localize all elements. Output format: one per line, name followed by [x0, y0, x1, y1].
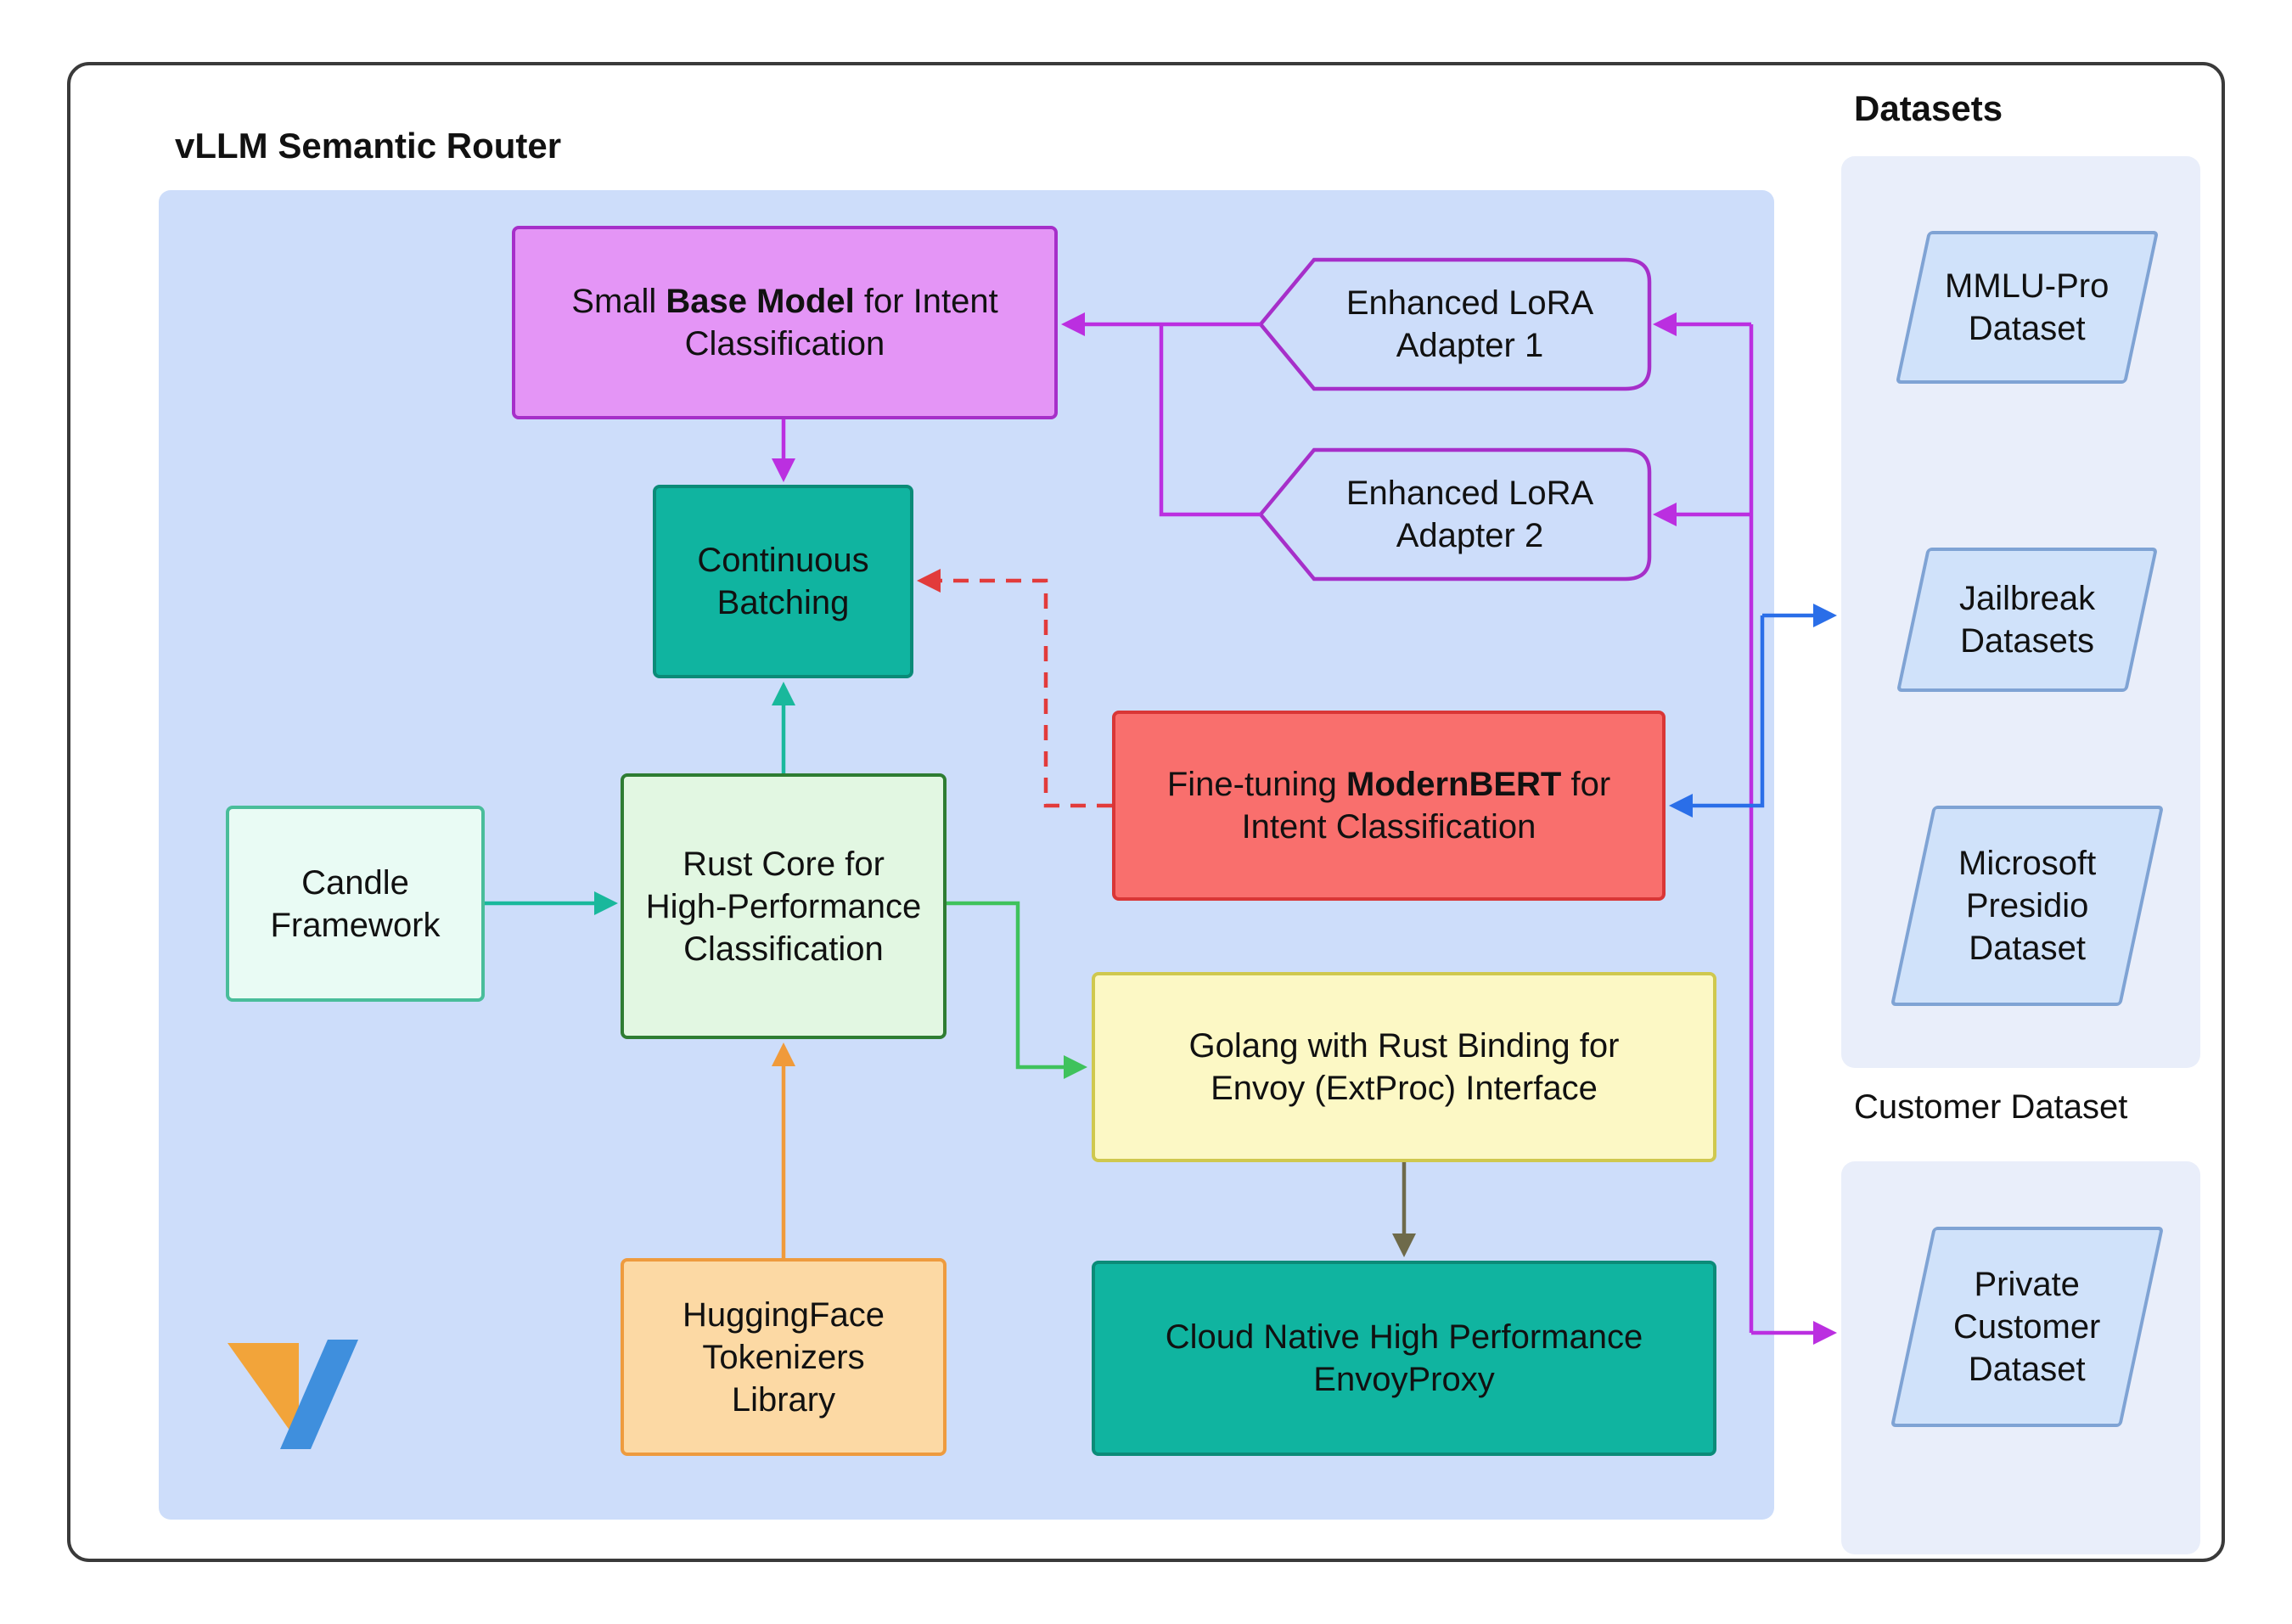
- node-lora-adapter-2: Enhanced LoRA Adapter 2: [1290, 450, 1649, 579]
- node-private-customer-dataset-label: Private Customer Dataset: [1953, 1266, 2101, 1388]
- node-rust-core: Rust Core for High-Performance Classific…: [621, 773, 947, 1039]
- customer-title: Customer Dataset: [1854, 1088, 2128, 1126]
- node-mmlu-pro-dataset: MMLU-Pro Dataset: [1895, 231, 2160, 384]
- node-lora-adapter-1-label: Enhanced LoRA Adapter 1: [1345, 284, 1594, 364]
- node-golang-extproc: Golang with Rust Binding for Envoy (ExtP…: [1092, 972, 1716, 1162]
- node-candle-framework: Candle Framework: [226, 806, 485, 1002]
- node-huggingface-tokenizers-label: HuggingFace Tokenizers Library: [683, 1295, 885, 1419]
- node-mmlu-pro-dataset-label: MMLU-Pro Dataset: [1945, 267, 2109, 347]
- node-envoyproxy: Cloud Native High Performance EnvoyProxy: [1092, 1261, 1716, 1456]
- node-base-model: Small Base Model for Intent Classificati…: [512, 226, 1058, 419]
- node-lora-adapter-2-label: Enhanced LoRA Adapter 2: [1345, 475, 1594, 554]
- node-continuous-batching-label: Continuous Batching: [697, 542, 869, 621]
- node-microsoft-presidio-dataset: Microsoft Presidio Dataset: [1890, 806, 2165, 1006]
- node-jailbreak-datasets-label: Jailbreak Datasets: [1958, 580, 2096, 660]
- router-title: vLLM Semantic Router: [175, 126, 562, 166]
- datasets-title: Datasets: [1854, 88, 2003, 128]
- node-microsoft-presidio-dataset-label: Microsoft Presidio Dataset: [1958, 845, 2097, 967]
- node-private-customer-dataset: Private Customer Dataset: [1890, 1227, 2165, 1427]
- node-base-model-label: Small Base Model for Intent Classificati…: [571, 283, 998, 362]
- node-continuous-batching: Continuous Batching: [653, 485, 913, 678]
- node-candle-framework-label: Candle Framework: [270, 863, 441, 944]
- node-lora-adapter-1: Enhanced LoRA Adapter 1: [1290, 260, 1649, 389]
- node-jailbreak-datasets: Jailbreak Datasets: [1896, 548, 2159, 692]
- node-fine-tuning-modernbert: Fine-tuning ModernBERT for Intent Classi…: [1112, 711, 1666, 901]
- node-fine-tuning-label: Fine-tuning ModernBERT for Intent Classi…: [1166, 766, 1611, 846]
- node-rust-core-label: Rust Core for High-Performance Classific…: [645, 845, 922, 968]
- node-huggingface-tokenizers: HuggingFace Tokenizers Library: [621, 1258, 947, 1456]
- node-envoyproxy-label: Cloud Native High Performance EnvoyProxy: [1165, 1318, 1643, 1398]
- node-golang-extproc-label: Golang with Rust Binding for Envoy (ExtP…: [1188, 1027, 1620, 1107]
